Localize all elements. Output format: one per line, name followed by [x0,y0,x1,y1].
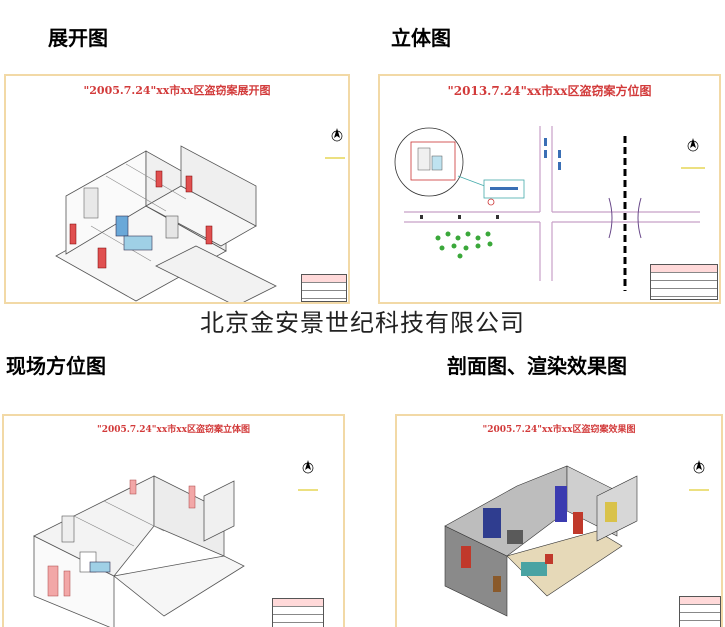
panel-location-map: "2013.7.24"xx市xx区盗窃案方位图 [378,74,721,304]
company-name: 北京金安景世纪科技有限公司 [200,309,525,337]
north-arrow-icon [681,138,705,169]
north-arrow-icon [325,128,345,159]
panel-render-drawing: "2005.7.24"xx市xx区盗窃案效果图 [395,414,723,627]
3d-floorplan-drawing [33,460,318,627]
panel-3d-drawing: "2005.7.24"xx市xx区盗窃案立体图 [2,414,345,627]
heading-section-render-view: 剖面图、渲染效果图 [447,354,627,378]
panel-render-title: "2005.7.24"xx市xx区盗窃案效果图 [482,425,636,435]
panel-expanded-drawing: "2005.7.24"xx市xx区盗窃案展开图 [4,74,350,304]
panel-location-title: "2013.7.24"xx市xx区盗窃案方位图 [447,84,652,98]
location-map-drawing [394,126,705,291]
title-block [650,264,718,300]
rendered-floorplan-drawing [444,460,709,617]
title-block [272,598,324,627]
north-arrow-icon [298,460,318,491]
heading-expanded-view: 展开图 [48,26,108,50]
panel-expanded-title: "2005.7.24"xx市xx区盗窃案展开图 [83,84,271,97]
title-block [301,274,347,302]
heading-location-view: 现场方位图 [6,354,106,378]
north-arrow-icon [689,460,709,491]
heading-3d-view: 立体图 [391,26,451,50]
expanded-floorplan-drawing [55,128,345,302]
title-block [679,596,721,627]
panel-3d-title: "2005.7.24"xx市xx区盗窃案立体图 [97,425,250,435]
